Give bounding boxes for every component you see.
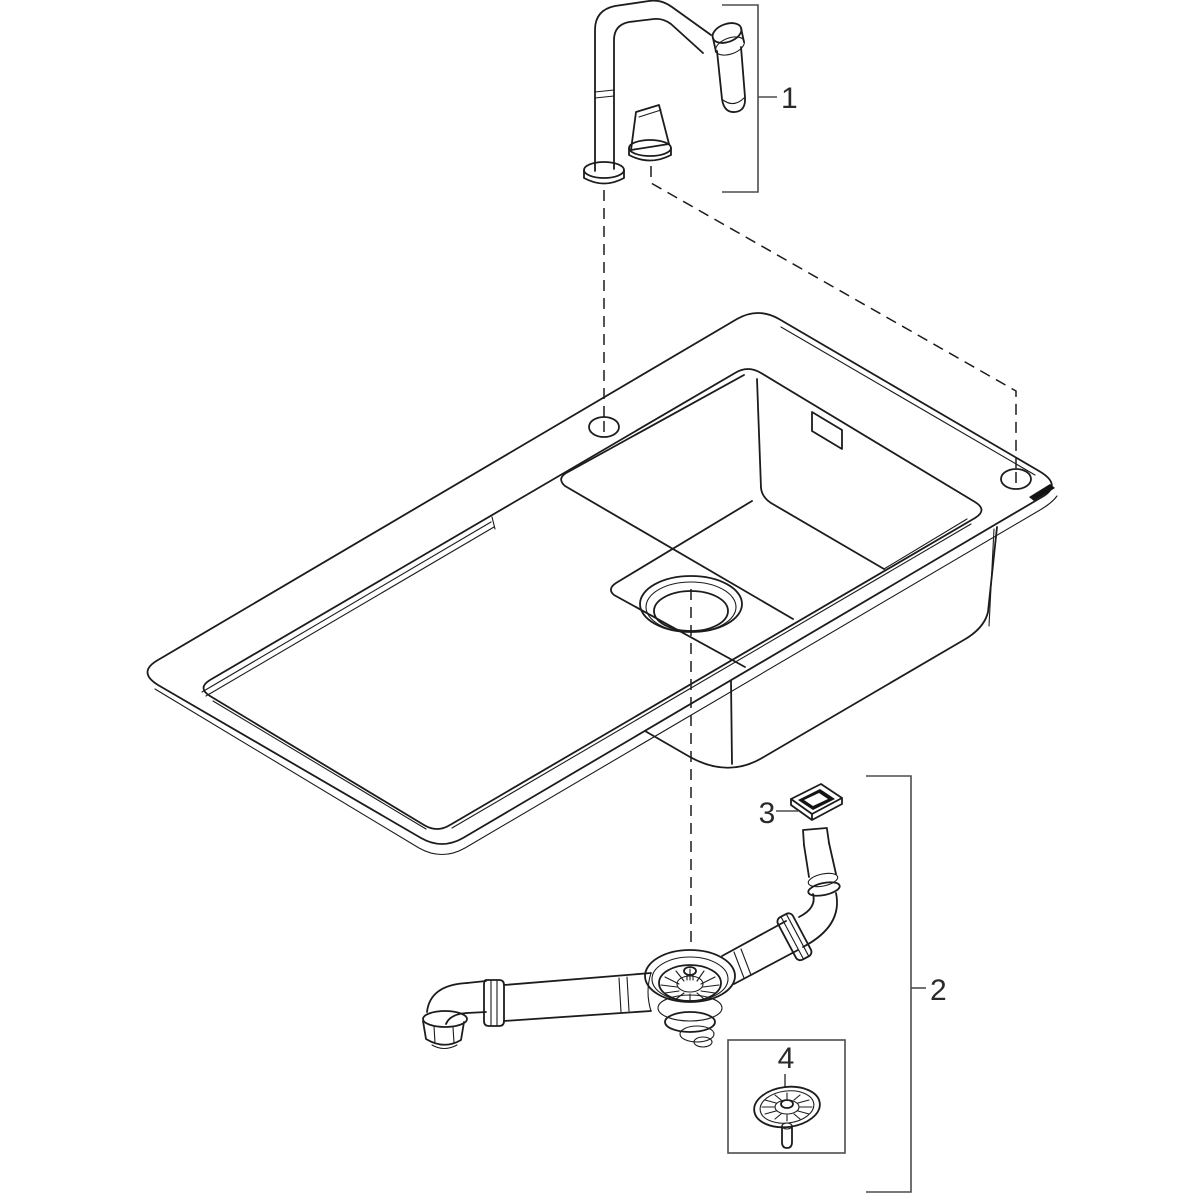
callout-4-label: 4: [778, 1042, 795, 1075]
faucet-handle: [628, 104, 672, 162]
left-elbow-pipe: [422, 979, 505, 1050]
mounting-hole-left: [588, 416, 620, 438]
callout-2-label: 2: [930, 974, 947, 1007]
assembly-guide-lines: [603, 166, 1017, 948]
overflow-connector: [790, 783, 843, 821]
drainboard: [201, 368, 983, 830]
callout-3-label: 3: [759, 797, 776, 830]
faucet-base-escutcheon: [583, 161, 625, 185]
sink-bowl: [560, 374, 968, 668]
strainer-plug-box: 4: [727, 1039, 846, 1154]
overflow-opening: [811, 411, 843, 450]
callout-bracket-2: 2: [866, 775, 947, 1193]
callout-1-label: 1: [781, 82, 798, 115]
strainer-basket: [644, 949, 736, 1048]
faucet-spray-head: [711, 22, 746, 113]
strainer-plug: [753, 1085, 821, 1149]
bowl-drain-opening: [639, 575, 743, 633]
callout-3: 3: [759, 797, 798, 830]
sink-underbody: [644, 526, 998, 769]
faucet-assembly: [583, 0, 746, 185]
mounting-hole-right: [1000, 468, 1032, 490]
callout-bracket-1: 1: [722, 4, 798, 193]
sink-body: [146, 312, 1058, 856]
brand-logo-plate: [1029, 484, 1055, 501]
overflow-pipe: [721, 827, 841, 985]
drain-waste-assembly: 3: [422, 783, 843, 1050]
left-drain-pipe: [503, 972, 652, 1022]
